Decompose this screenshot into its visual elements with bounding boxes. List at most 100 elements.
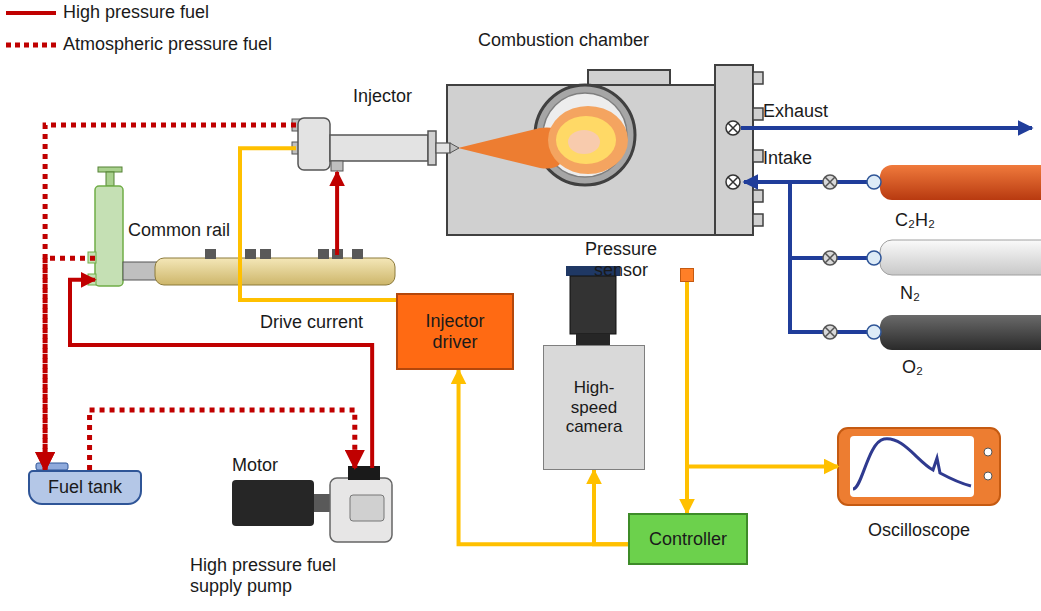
common-rail-tube: [155, 258, 395, 285]
intake-line: [744, 180, 868, 184]
legend-text: Atmospheric pressure fuel: [63, 34, 272, 55]
observation-window: [535, 85, 635, 185]
tank-lid: [36, 463, 68, 470]
gas-valve: [823, 175, 837, 189]
rail-joint: [123, 262, 157, 280]
chamber-top-port: [588, 70, 670, 85]
node-text: High pressure fuel supply pump: [190, 555, 340, 596]
process-box: Injector driver: [396, 293, 514, 370]
regulator-stem: [106, 172, 114, 186]
high-speed-camera: High-speed camera: [543, 345, 645, 470]
oscilloscope-body: [838, 428, 1000, 505]
valve-cross: [825, 253, 835, 263]
node-text: Injector driver: [398, 311, 512, 352]
signal-line: [240, 148, 396, 300]
rail-outlet: [205, 249, 216, 259]
process-box: Controller: [628, 513, 748, 565]
fuel-supply-pump: High pressure fuel supply pump: [330, 468, 392, 545]
node-text: Pressure sensor: [569, 239, 673, 280]
signal-line: [687, 282, 838, 467]
legend-line: [6, 42, 56, 47]
flange-tab: [753, 150, 763, 162]
valve-cross: [728, 177, 738, 187]
fuel-tank: Fuel tank: [28, 470, 142, 505]
injector-tip: [450, 143, 459, 153]
node-text: Common rail: [128, 220, 238, 241]
flange-tab: [753, 190, 763, 202]
chamber-body: [447, 85, 715, 235]
legend-line-sample: [5, 38, 57, 52]
flame-center: [568, 130, 600, 154]
gas-line: [790, 258, 868, 332]
fuel-return-line: [45, 125, 296, 470]
pressure-trace: [853, 439, 971, 489]
node-text: Oscilloscope: [838, 520, 1000, 541]
node-text: Controller: [643, 529, 733, 550]
cylinder-valve: [867, 175, 881, 189]
cylinder-valve: [867, 251, 881, 265]
gas-label: O₂: [902, 357, 923, 378]
pump-body: [330, 478, 392, 542]
oscilloscope-knob: [984, 472, 992, 480]
oscilloscope-knob: [984, 448, 992, 456]
injector-body: [330, 135, 428, 161]
flow-label: Exhaust: [763, 101, 828, 122]
injector-inlet: [331, 161, 343, 171]
gas-label: N₂: [900, 283, 920, 304]
gas-valve: [823, 325, 837, 339]
pressure-regulator: [95, 186, 123, 286]
injector-head: [298, 118, 330, 170]
node-text: Combustion chamber: [478, 30, 718, 51]
legend-line-sample: [5, 6, 57, 20]
rail-outlet: [318, 249, 329, 259]
gas-line: [790, 182, 868, 258]
legend-text: High pressure fuel: [63, 2, 209, 23]
regulator-handle: [98, 167, 122, 172]
rail-outlet: [352, 249, 363, 259]
rail-outlet: [260, 249, 271, 259]
edge-label: Drive current: [258, 312, 365, 333]
n2-cylinder: [880, 240, 1041, 275]
rail-outlet: [245, 249, 256, 259]
legend-item: High pressure fuel: [5, 2, 209, 23]
fuel-return-line: [90, 410, 355, 470]
injector-nozzle: [436, 143, 450, 153]
c2h2-cylinder: [880, 165, 1041, 200]
legend-item: Atmospheric pressure fuel: [5, 34, 272, 55]
node-text: High-speed camera: [545, 378, 643, 437]
valve-cross: [728, 123, 738, 133]
node-text: Injector: [353, 86, 433, 107]
exhaust-line: [741, 126, 1032, 130]
gas-label: C₂H₂: [895, 210, 935, 231]
flame: [548, 106, 628, 174]
valve-symbol: [726, 175, 740, 189]
pressure-sensor: Pressure sensor: [680, 268, 694, 282]
injector: Injector: [296, 118, 445, 172]
flange-tab: [753, 214, 763, 226]
flame-core: [556, 116, 616, 164]
signal-line: [594, 470, 628, 544]
part-label: Motor: [232, 455, 278, 476]
valve-symbol: [726, 121, 740, 135]
camera-lens: [570, 276, 616, 334]
common-rail: Common rail: [95, 255, 395, 290]
valve-cross: [825, 177, 835, 187]
o2-cylinder: [880, 315, 1041, 350]
flange-tab: [753, 108, 763, 120]
flange-tab: [753, 72, 763, 84]
injector-ring: [428, 131, 436, 165]
flow-label: Intake: [763, 148, 812, 169]
oscilloscope-screen: [850, 436, 974, 497]
combustion-chamber: Combustion chamber: [447, 85, 715, 235]
fuel-line: [70, 280, 372, 468]
valve-cross: [825, 327, 835, 337]
oscilloscope: Oscilloscope: [838, 428, 1000, 505]
pump-detail: [350, 495, 384, 521]
motor: [232, 480, 314, 526]
legend-line: [6, 11, 56, 15]
pump-head: [348, 466, 380, 480]
cylinder-valve: [867, 325, 881, 339]
gas-valve: [823, 251, 837, 265]
